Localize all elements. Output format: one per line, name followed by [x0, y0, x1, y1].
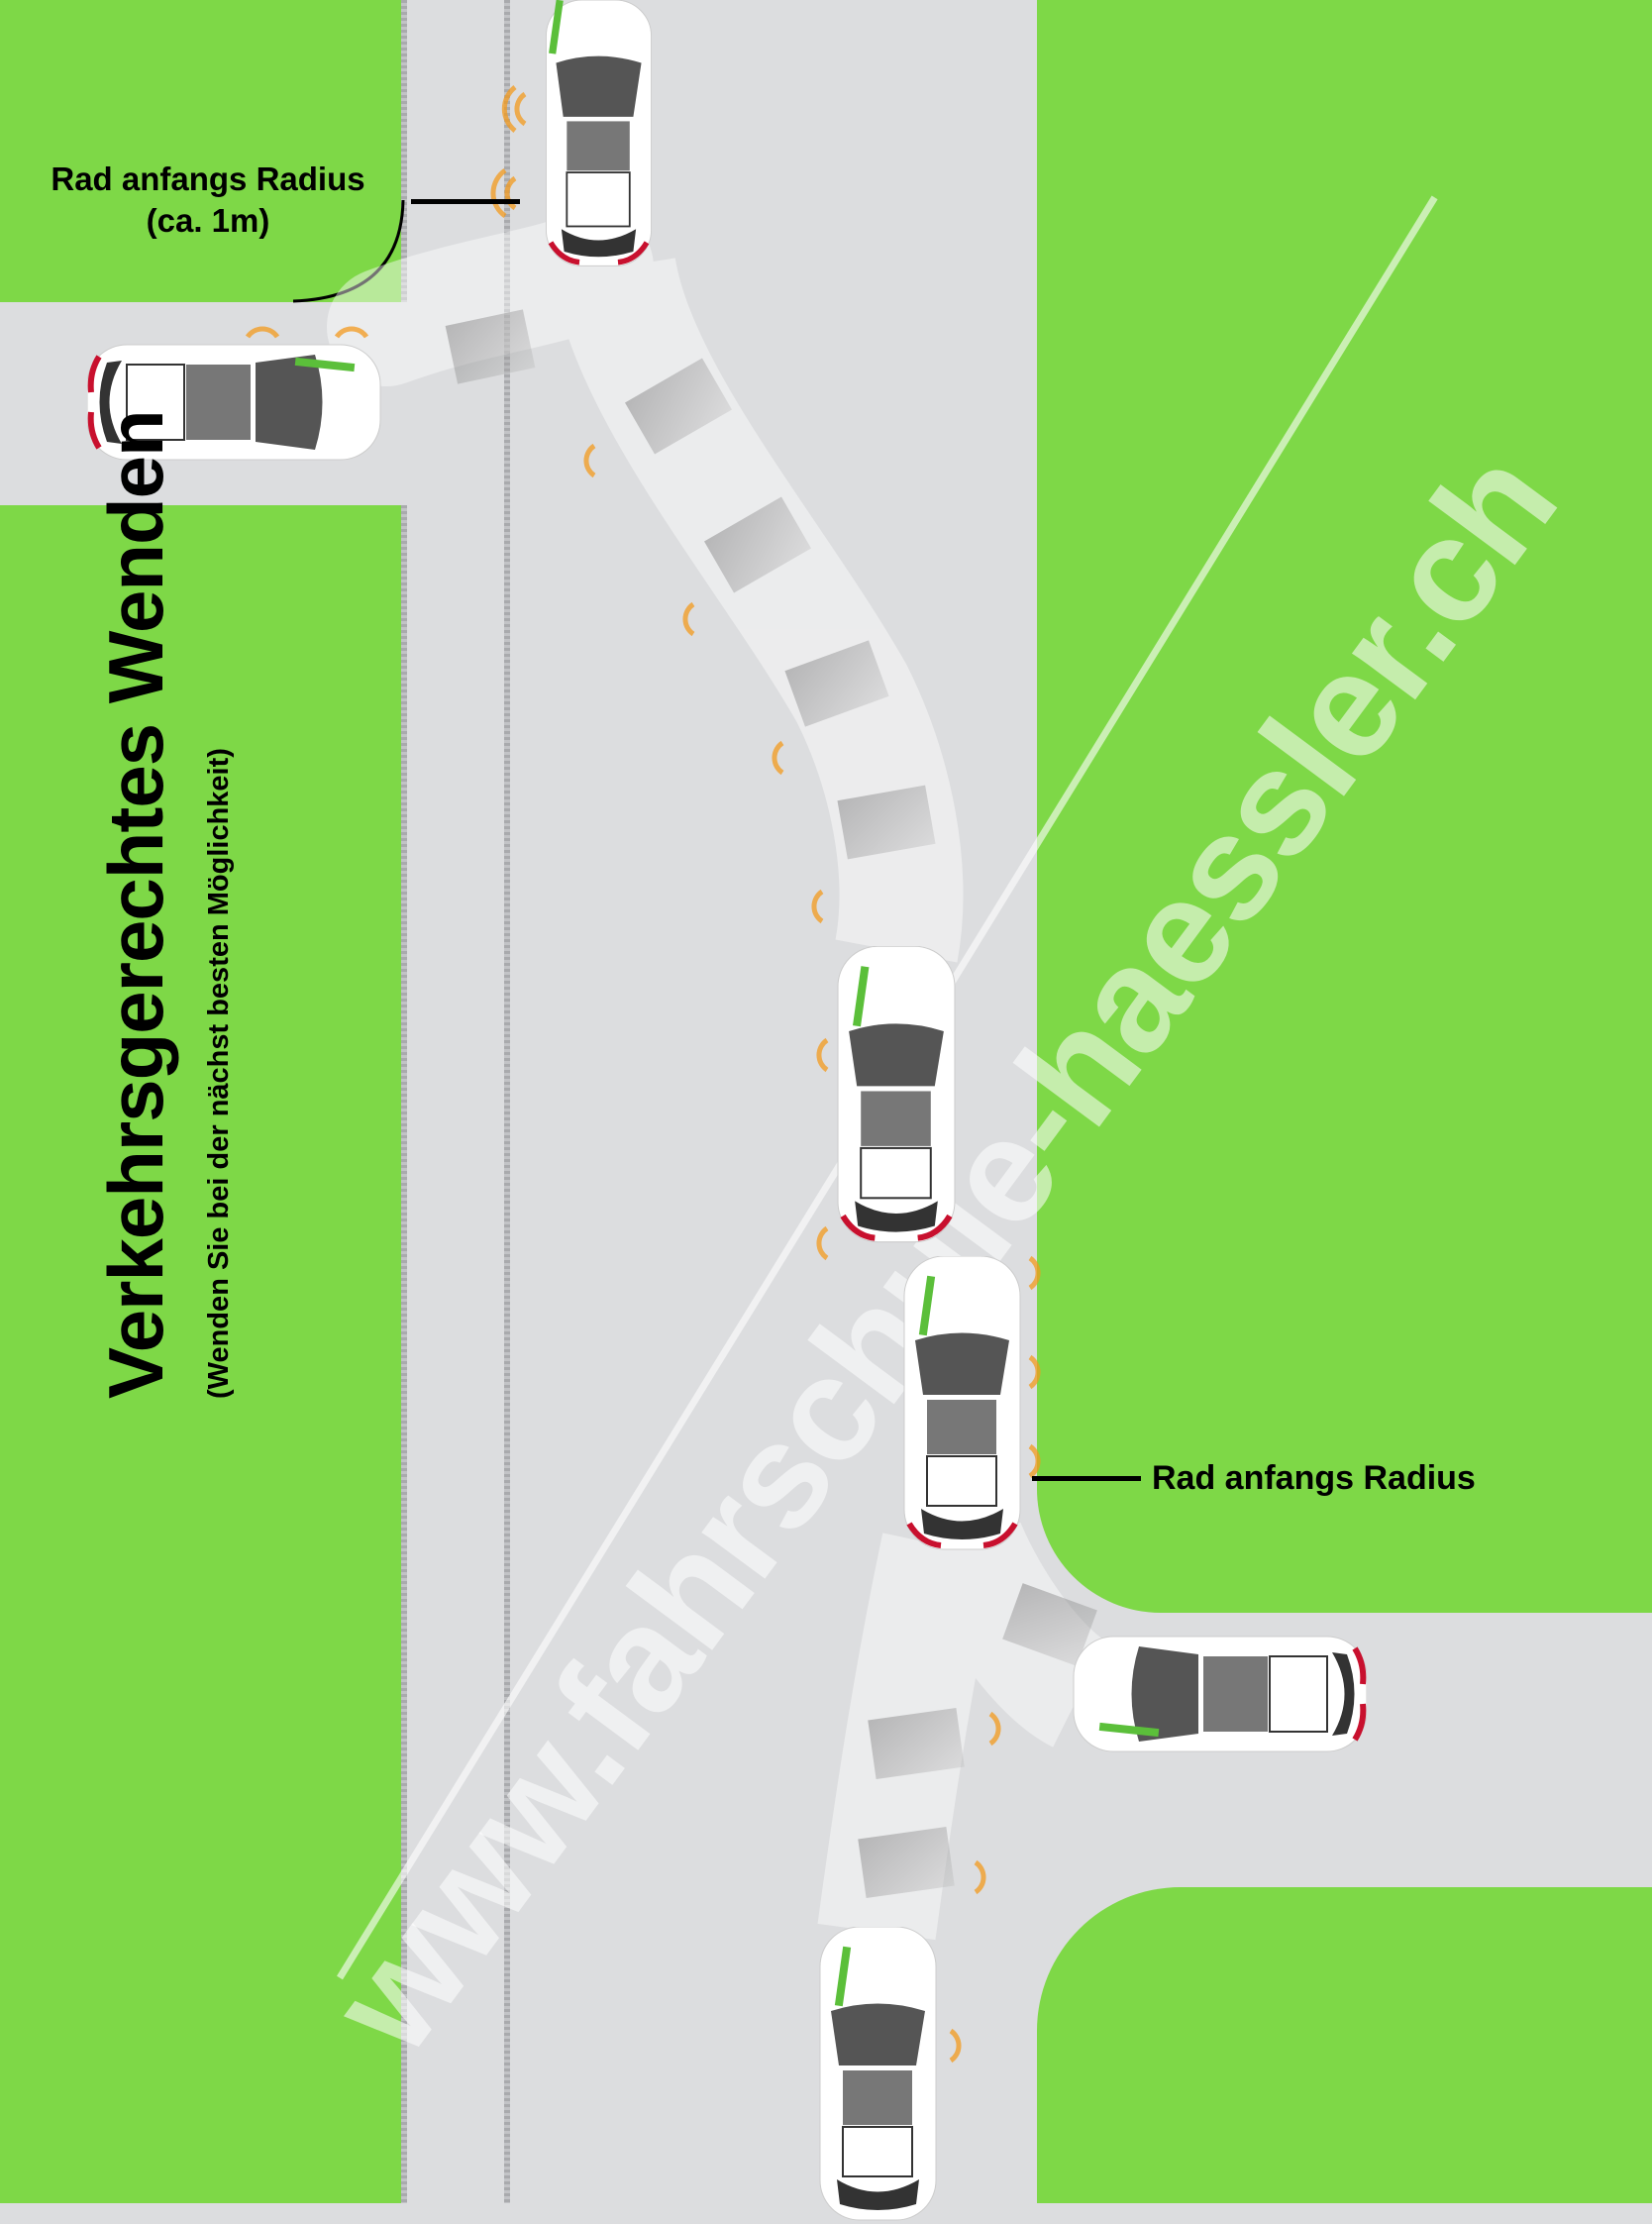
radius-annotation-top-left: Rad anfangs Radius (ca. 1m) [20, 159, 396, 242]
page-title: Verkehrsgerechtes Wenden [92, 410, 179, 1399]
radius-annotation-top-left-line2: (ca. 1m) [146, 202, 270, 239]
car-top-start [546, 0, 652, 266]
car-lower-start [903, 1256, 1021, 1550]
grass-top-left [0, 0, 402, 302]
curb-line-left [401, 0, 407, 302]
lane-line [504, 0, 510, 2203]
radius-annotation-right: Rad anfangs Radius [1152, 1459, 1476, 1497]
car-left-turned [87, 344, 381, 461]
curb-line-left-lower [401, 505, 407, 2203]
grass-left [0, 505, 402, 2203]
pointer-line-right [1032, 1476, 1141, 1481]
grass-right-lower [1037, 1887, 1652, 2203]
car-bottom [819, 1927, 937, 2221]
car-right-turned [1073, 1636, 1367, 1752]
page-subtitle: (Wenden Sie bei der nächst besten Möglic… [203, 748, 235, 1399]
pointer-line-top [411, 199, 520, 204]
grass-right-upper [1037, 0, 1652, 1613]
radius-annotation-top-left-line1: Rad anfangs Radius [51, 160, 365, 197]
car-middle [837, 946, 956, 1243]
